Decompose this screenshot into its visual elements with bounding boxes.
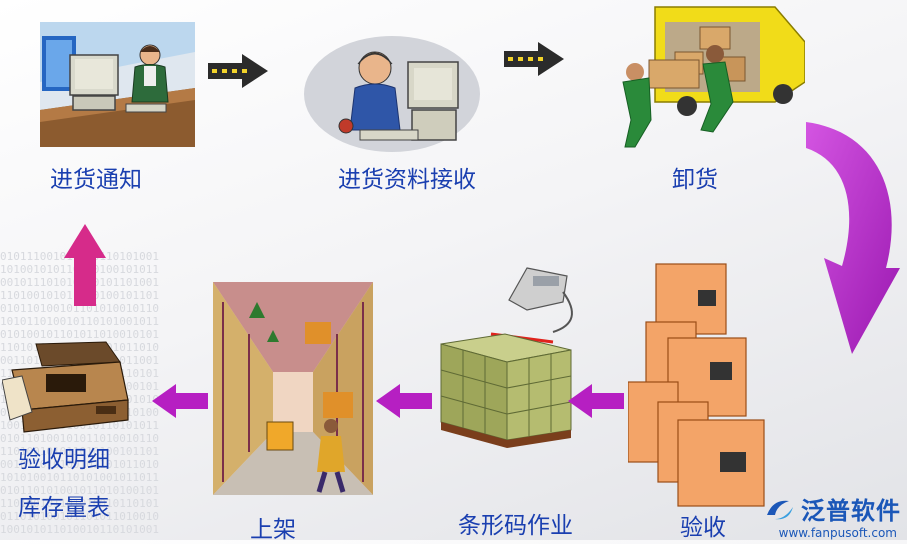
- flow-arrow-left-2: [376, 384, 432, 418]
- data-receiving-illustration: [304, 36, 480, 152]
- brand-logo: 泛普软件: [763, 491, 901, 526]
- barcode-pallet-illustration: [440, 267, 573, 448]
- step-label-shelve: 上架: [250, 517, 296, 543]
- flow-arrow-left-3: [152, 384, 208, 418]
- flow-arrow-right-1: [208, 54, 268, 88]
- step-label-receive-data: 进货资料接收: [338, 167, 476, 193]
- flow-arrow-up: [64, 224, 106, 306]
- truck-unloading-illustration: [622, 6, 805, 148]
- office-computer-illustration: [40, 22, 195, 147]
- logo-name: 泛普软件: [801, 497, 901, 525]
- flow-arrow-left-1: [568, 384, 624, 418]
- step-label-barcode: 条形码作业: [458, 513, 573, 539]
- step-label-notice: 进货通知: [50, 167, 142, 193]
- inspection-boxes-illustration: [628, 263, 765, 507]
- step-label-detail-line2: 库存量表: [18, 495, 110, 521]
- logo-mark-icon: [767, 500, 793, 519]
- step-label-inspect: 验收: [680, 515, 726, 541]
- report-printer-illustration: [2, 341, 129, 433]
- logo-url: www.fanpusoft.com: [778, 526, 897, 540]
- warehouse-shelving-illustration: [213, 282, 373, 495]
- flow-arrow-right-2: [504, 42, 564, 76]
- step-label-unload: 卸货: [672, 167, 718, 193]
- curved-flow-arrow: [806, 122, 900, 354]
- step-label-detail-line1: 验收明细: [18, 447, 110, 473]
